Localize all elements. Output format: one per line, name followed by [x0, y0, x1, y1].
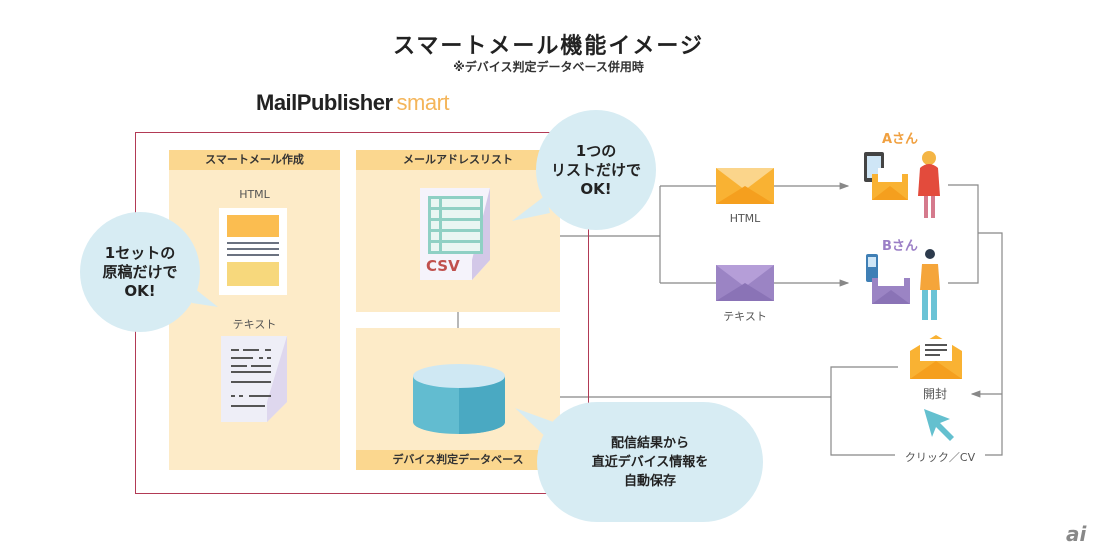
- watermark-logo: ai: [1066, 522, 1087, 546]
- bubble-auto-save-line: 配信結果から: [610, 435, 689, 451]
- text-mail-label: テキスト: [723, 310, 767, 323]
- html-document-icon: [219, 208, 287, 295]
- bubble-auto-save-line: 自動保存: [623, 473, 676, 489]
- bubble-auto-save: 配信結果から直近デバイス情報を自動保存: [537, 402, 763, 522]
- compose-panel-heading: スマートメール作成: [169, 150, 340, 170]
- text-document-icon: [221, 336, 287, 422]
- database-icon: [413, 364, 505, 434]
- recipient-a-label: Aさん: [882, 132, 919, 147]
- man-icon: [920, 249, 940, 320]
- merge-to-feedback-line: [972, 232, 1003, 456]
- html-mail-envelope-icon: [716, 168, 774, 204]
- bubble-auto-save-tail: [515, 408, 559, 442]
- bubble-one-set-line: OK!: [124, 281, 156, 300]
- recipients-merge-line: [948, 184, 979, 284]
- html-label: HTML: [239, 188, 270, 201]
- cursor-arrow-icon: [920, 405, 960, 445]
- device-db-heading: デバイス判定データベース: [356, 450, 560, 470]
- csv-label: CSV: [426, 257, 460, 275]
- woman-icon: [918, 151, 940, 218]
- click-cv-label: クリック／CV: [895, 449, 985, 465]
- recipient-b-illustration: [862, 246, 947, 322]
- diagram-title: スマートメール機能イメージ: [393, 34, 704, 59]
- address-list-panel: メールアドレスリスト CSV: [356, 150, 560, 312]
- bubble-one-set-line: 1セットの: [104, 243, 176, 262]
- html-mail-label: HTML: [729, 212, 761, 225]
- address-list-heading: メールアドレスリスト: [356, 150, 560, 170]
- diagram-subtitle: ※デバイス判定データベース併用時: [453, 60, 644, 74]
- bubble-one-set-tail: [190, 285, 218, 307]
- bubble-auto-save-line: 直近デバイス情報を: [591, 454, 709, 470]
- bubble-one-list-line: リストだけで: [550, 160, 641, 179]
- recipient-a-illustration: [862, 148, 947, 220]
- brand-name: MailPublisher: [256, 90, 393, 115]
- bubble-one-list-line: 1つの: [575, 141, 617, 160]
- compose-panel: スマートメール作成 HTML テキスト: [169, 150, 340, 470]
- brand-suffix: smart: [396, 90, 450, 115]
- csv-file-icon: CSV: [420, 188, 494, 280]
- open-label: 開封: [922, 387, 947, 401]
- feedback-loop-line: [830, 366, 900, 456]
- bubble-one-set-line: 原稿だけで: [102, 262, 178, 281]
- bubble-one-list-tail: [512, 195, 550, 221]
- text-label: テキスト: [232, 318, 277, 331]
- text-mail-envelope-icon: [716, 265, 774, 301]
- bubble-one-list-line: OK!: [580, 179, 612, 198]
- device-db-panel: デバイス判定データベース: [356, 328, 560, 470]
- opened-mail-icon: [910, 333, 962, 381]
- recipient-b-label: Bさん: [882, 239, 918, 254]
